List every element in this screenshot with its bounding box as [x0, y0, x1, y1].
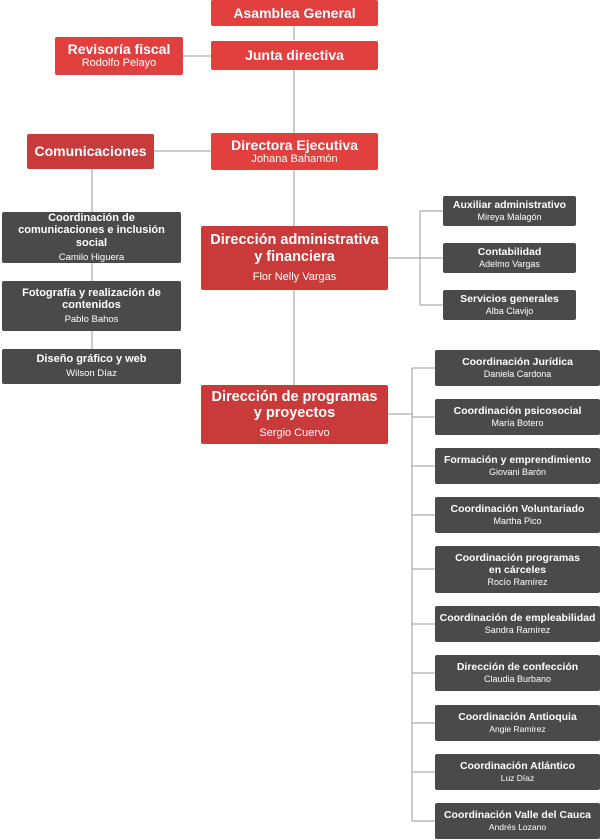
programas-item-name: Daniela Cardona: [483, 369, 552, 380]
programas-item-box: Coordinación psicosocial María Botero: [435, 399, 600, 435]
programas-name: Sergio Cuervo: [259, 427, 330, 440]
comunicaciones-item-title: Coordinación de comunicaciones e inclusi…: [18, 211, 165, 250]
programas-item-box: Coordinación Valle del Cauca Andrés Loza…: [435, 803, 600, 839]
programas-item-box: Coordinación Antioquia Angie Ramírez: [435, 705, 600, 741]
direccion-programas-box: Dirección de programas y proyectos Sergi…: [201, 385, 388, 444]
programas-item-title: Coordinación de empleabilidad: [439, 612, 596, 625]
administrativa-item-box: Auxiliar administrativo Mireya Malagón: [443, 196, 576, 226]
programas-title: Dirección de programas y proyectos: [211, 388, 378, 422]
programas-item-name: Angie Ramírez: [489, 724, 546, 735]
directora-title: Directora Ejecutiva: [231, 136, 358, 153]
administrativa-item-box: Contabilidad Adelmo Vargas: [443, 243, 576, 273]
direccion-administrativa-box: Dirección administrativa y financiera Fl…: [201, 226, 388, 290]
directora-ejecutiva-box: Directora Ejecutiva Johana Bahamón: [211, 133, 378, 170]
programas-item-name: Rocío Ramírez: [487, 576, 548, 587]
administrativa-item-title: Auxiliar administrativo: [452, 199, 567, 212]
programas-item-box: Coordinación Atlántico Luz Díaz: [435, 754, 600, 790]
junta-directiva-box: Junta directiva: [211, 41, 378, 70]
programas-item-name: Claudia Burbano: [483, 674, 552, 685]
programas-item-box: Coordinación Voluntariado Martha Pico: [435, 497, 600, 533]
comunicaciones-item-box: Fotografía y realización de contenidos P…: [2, 281, 181, 331]
programas-item-title: Coordinación Valle del Cauca: [443, 809, 592, 822]
comunicaciones-item-box: Coordinación de comunicaciones e inclusi…: [2, 212, 181, 263]
administrativa-item-name: Mireya Malagón: [477, 212, 542, 223]
comunicaciones-title: Comunicaciones: [34, 143, 147, 160]
programas-item-box: Dirección de confección Claudia Burbano: [435, 655, 600, 691]
programas-item-name: Martha Pico: [493, 516, 542, 527]
administrativa-item-name: Adelmo Vargas: [479, 259, 540, 270]
revisoria-fiscal-box: Revisoría fiscal Rodolfo Pelayo: [55, 37, 183, 75]
comunicaciones-item-title: Fotografía y realización de contenidos: [22, 286, 161, 312]
programas-item-title: Coordinación programas en cárceles: [455, 551, 580, 576]
programas-item-box: Coordinación programas en cárceles Rocío…: [435, 546, 600, 593]
administrativa-item-title: Servicios generales: [460, 293, 559, 306]
revisoria-name: Rodolfo Pelayo: [81, 57, 157, 70]
comunicaciones-item-name: Pablo Bahos: [64, 313, 119, 325]
programas-item-name: Andrés Lozano: [488, 822, 547, 833]
programas-item-box: Formación y emprendimiento Giovani Barón: [435, 448, 600, 484]
programas-item-box: Coordinación Jurídica Daniela Cardona: [435, 350, 600, 386]
programas-item-title: Coordinación Antioquia: [458, 711, 577, 724]
comunicaciones-item-name: Camilo Higuera: [58, 251, 125, 263]
revisoria-title: Revisoría fiscal: [67, 41, 171, 58]
programas-item-name: María Botero: [491, 418, 544, 429]
comunicaciones-item-name: Wilson Díaz: [66, 368, 117, 380]
junta-title: Junta directiva: [245, 47, 344, 64]
programas-item-title: Coordinación Voluntariado: [450, 503, 585, 516]
programas-item-title: Dirección de confección: [456, 661, 579, 674]
asamblea-general-box: Asamblea General: [211, 0, 378, 26]
administrativa-name: Flor Nelly Vargas: [252, 270, 337, 283]
programas-item-title: Coordinación Jurídica: [462, 356, 573, 369]
programas-item-title: Coordinación psicosocial: [453, 405, 582, 418]
programas-item-title: Coordinación Atlántico: [459, 760, 576, 773]
administrativa-item-box: Servicios generales Alba Clavijo: [443, 290, 576, 320]
directora-name: Johana Bahamón: [251, 152, 338, 165]
programas-item-title: Formación y emprendimiento: [443, 454, 592, 467]
comunicaciones-item-title: Diseño gráfico y web: [36, 353, 147, 366]
administrativa-item-name: Alba Clavijo: [485, 306, 534, 317]
administrativa-item-title: Contabilidad: [477, 246, 542, 259]
administrativa-title: Dirección administrativa y financiera: [210, 232, 379, 265]
programas-item-name: Luz Díaz: [500, 773, 535, 784]
comunicaciones-box: Comunicaciones: [27, 134, 154, 169]
programas-item-name: Sandra Ramírez: [484, 625, 551, 636]
asamblea-title: Asamblea General: [233, 4, 356, 21]
programas-item-name: Giovani Barón: [488, 467, 547, 478]
comunicaciones-item-box: Diseño gráfico y web Wilson Díaz: [2, 349, 181, 384]
programas-item-box: Coordinación de empleabilidad Sandra Ram…: [435, 606, 600, 642]
